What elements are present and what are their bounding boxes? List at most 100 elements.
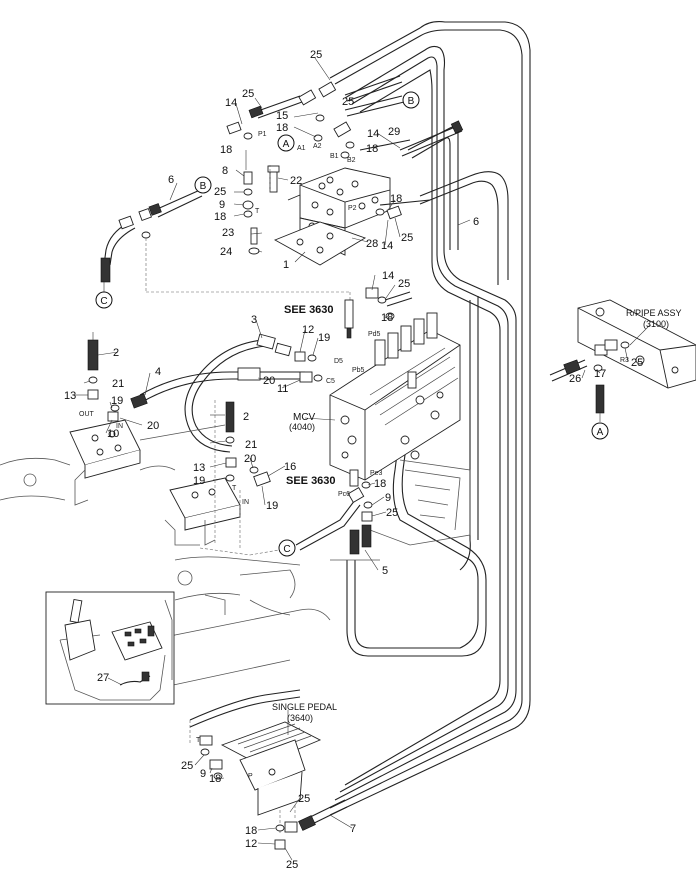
part-number: 18 xyxy=(366,143,378,155)
mid-fittings xyxy=(69,287,413,556)
part-number: 2 xyxy=(113,347,119,359)
part-number: 19 xyxy=(193,475,205,487)
port-labels: P1 A1 A2 B1 B2 P2 T Pd5 D5 C5 Pb5 Pc6 Pe… xyxy=(79,131,629,780)
part-number: 20 xyxy=(263,375,275,387)
part-number: 5 xyxy=(382,565,388,577)
part-number: 11 xyxy=(277,383,288,395)
part-number: 13 xyxy=(64,390,76,402)
connector-c-center: C xyxy=(278,539,296,557)
leader-lines xyxy=(75,57,651,861)
part-number: 25 xyxy=(398,278,410,290)
top-fittings xyxy=(100,75,464,305)
port-c5: C5 xyxy=(326,378,335,385)
port-a1: A1 xyxy=(297,145,306,152)
part-number: 9 xyxy=(200,768,206,780)
port-r3: R3 xyxy=(620,357,629,364)
port-b2: B2 xyxy=(347,157,356,164)
part-number: 23 xyxy=(222,227,234,239)
pipe-assy-detail xyxy=(549,299,696,422)
part-number: 20 xyxy=(244,453,256,465)
part-number: 1 xyxy=(283,259,289,271)
part-number: 18 xyxy=(390,193,402,205)
port-in: IN xyxy=(116,423,123,430)
part-number: 8 xyxy=(222,165,228,177)
part-number: 19 xyxy=(266,500,278,512)
part-number: 25 xyxy=(401,232,413,244)
connector-a-right: A xyxy=(591,422,609,440)
pipe-assy-number: (3100) xyxy=(643,319,669,329)
port-pe3: Pe3 xyxy=(370,470,383,477)
single-pedal-number: (3640) xyxy=(287,713,313,723)
port-p: P xyxy=(248,773,253,780)
connector-c-label: C xyxy=(100,296,107,307)
part-number: 14 xyxy=(367,128,379,140)
part-number: 25 xyxy=(386,507,398,519)
port-b1: B1 xyxy=(330,153,339,160)
port-a2: A2 xyxy=(313,143,322,150)
port-pd5: Pd5 xyxy=(368,331,381,338)
part-number: 25 xyxy=(631,357,643,369)
part-number: 20 xyxy=(147,420,159,432)
see-3630-top: SEE 3630 xyxy=(284,304,334,316)
connector-c-left: C xyxy=(95,291,113,309)
part-number: 2 xyxy=(243,411,249,423)
part-number: 16 xyxy=(284,461,296,473)
part-number: 17 xyxy=(594,368,606,380)
cab-inset xyxy=(45,591,175,705)
part-number: 25 xyxy=(181,760,193,772)
part-number: 28 xyxy=(366,238,378,250)
see-3630-mid: SEE 3630 xyxy=(286,475,336,487)
pipe-bundle-right xyxy=(329,21,531,816)
part-number: 14 xyxy=(381,240,393,252)
part-number: 13 xyxy=(193,462,205,474)
part-number: 14 xyxy=(382,270,394,282)
mcv-label: MCV xyxy=(293,412,316,423)
part-numbers: 25 25 14 25 15 18 14 29 18 18 8 22 25 9 … xyxy=(64,49,643,871)
port-out: OUT xyxy=(79,411,95,418)
top-valve-block xyxy=(248,165,391,266)
connector-a-label: A xyxy=(283,139,290,150)
part-number: 9 xyxy=(385,492,391,504)
part-number: 3 xyxy=(251,314,257,326)
connector-a-top: A xyxy=(277,134,295,152)
reference-labels: SEE 3630 SEE 3630 MCV (4040) R/PIPE ASSY… xyxy=(272,304,682,723)
port-pc6: Pc6 xyxy=(338,491,350,498)
part-number: 18 xyxy=(374,478,386,490)
part-number: 29 xyxy=(388,126,400,138)
part-number: 18 xyxy=(276,122,288,134)
main-control-valve xyxy=(329,299,471,546)
connector-circles: A B B C C A xyxy=(95,91,609,557)
port-d5: D5 xyxy=(334,358,343,365)
part-number: 7 xyxy=(350,823,356,835)
part-number: 19 xyxy=(318,332,330,344)
connector-b-left: B xyxy=(194,176,212,194)
part-number: 6 xyxy=(168,174,174,186)
part-number: 25 xyxy=(342,96,354,108)
port-pb5: Pb5 xyxy=(352,367,365,374)
part-number: 21 xyxy=(112,378,124,390)
part-number: 25 xyxy=(298,793,310,805)
part-number: 19 xyxy=(111,395,123,407)
connector-c2-label: C xyxy=(283,544,290,555)
part-number: 9 xyxy=(219,199,225,211)
port-in2: IN xyxy=(242,499,249,506)
part-number: 18 xyxy=(245,825,257,837)
part-number: 10 xyxy=(107,428,119,440)
connector-b-label: B xyxy=(408,96,415,107)
part-number: 12 xyxy=(302,324,314,336)
part-number: 18 xyxy=(209,773,221,785)
part-number: 18 xyxy=(381,312,393,324)
pipe-assy-label: R/PIPE ASSY xyxy=(626,308,682,318)
connector-b-top: B xyxy=(402,91,420,109)
port-p2: P2 xyxy=(348,205,357,212)
port-t2: T xyxy=(232,485,237,492)
part-number: 18 xyxy=(214,211,226,223)
part-number: 25 xyxy=(214,186,226,198)
part-number: 15 xyxy=(276,110,288,122)
part-number: 22 xyxy=(290,175,302,187)
part-number: 6 xyxy=(473,216,479,228)
mcv-number: (4040) xyxy=(289,422,315,432)
connector-a2-label: A xyxy=(597,427,604,438)
part-number: 27 xyxy=(97,672,109,684)
